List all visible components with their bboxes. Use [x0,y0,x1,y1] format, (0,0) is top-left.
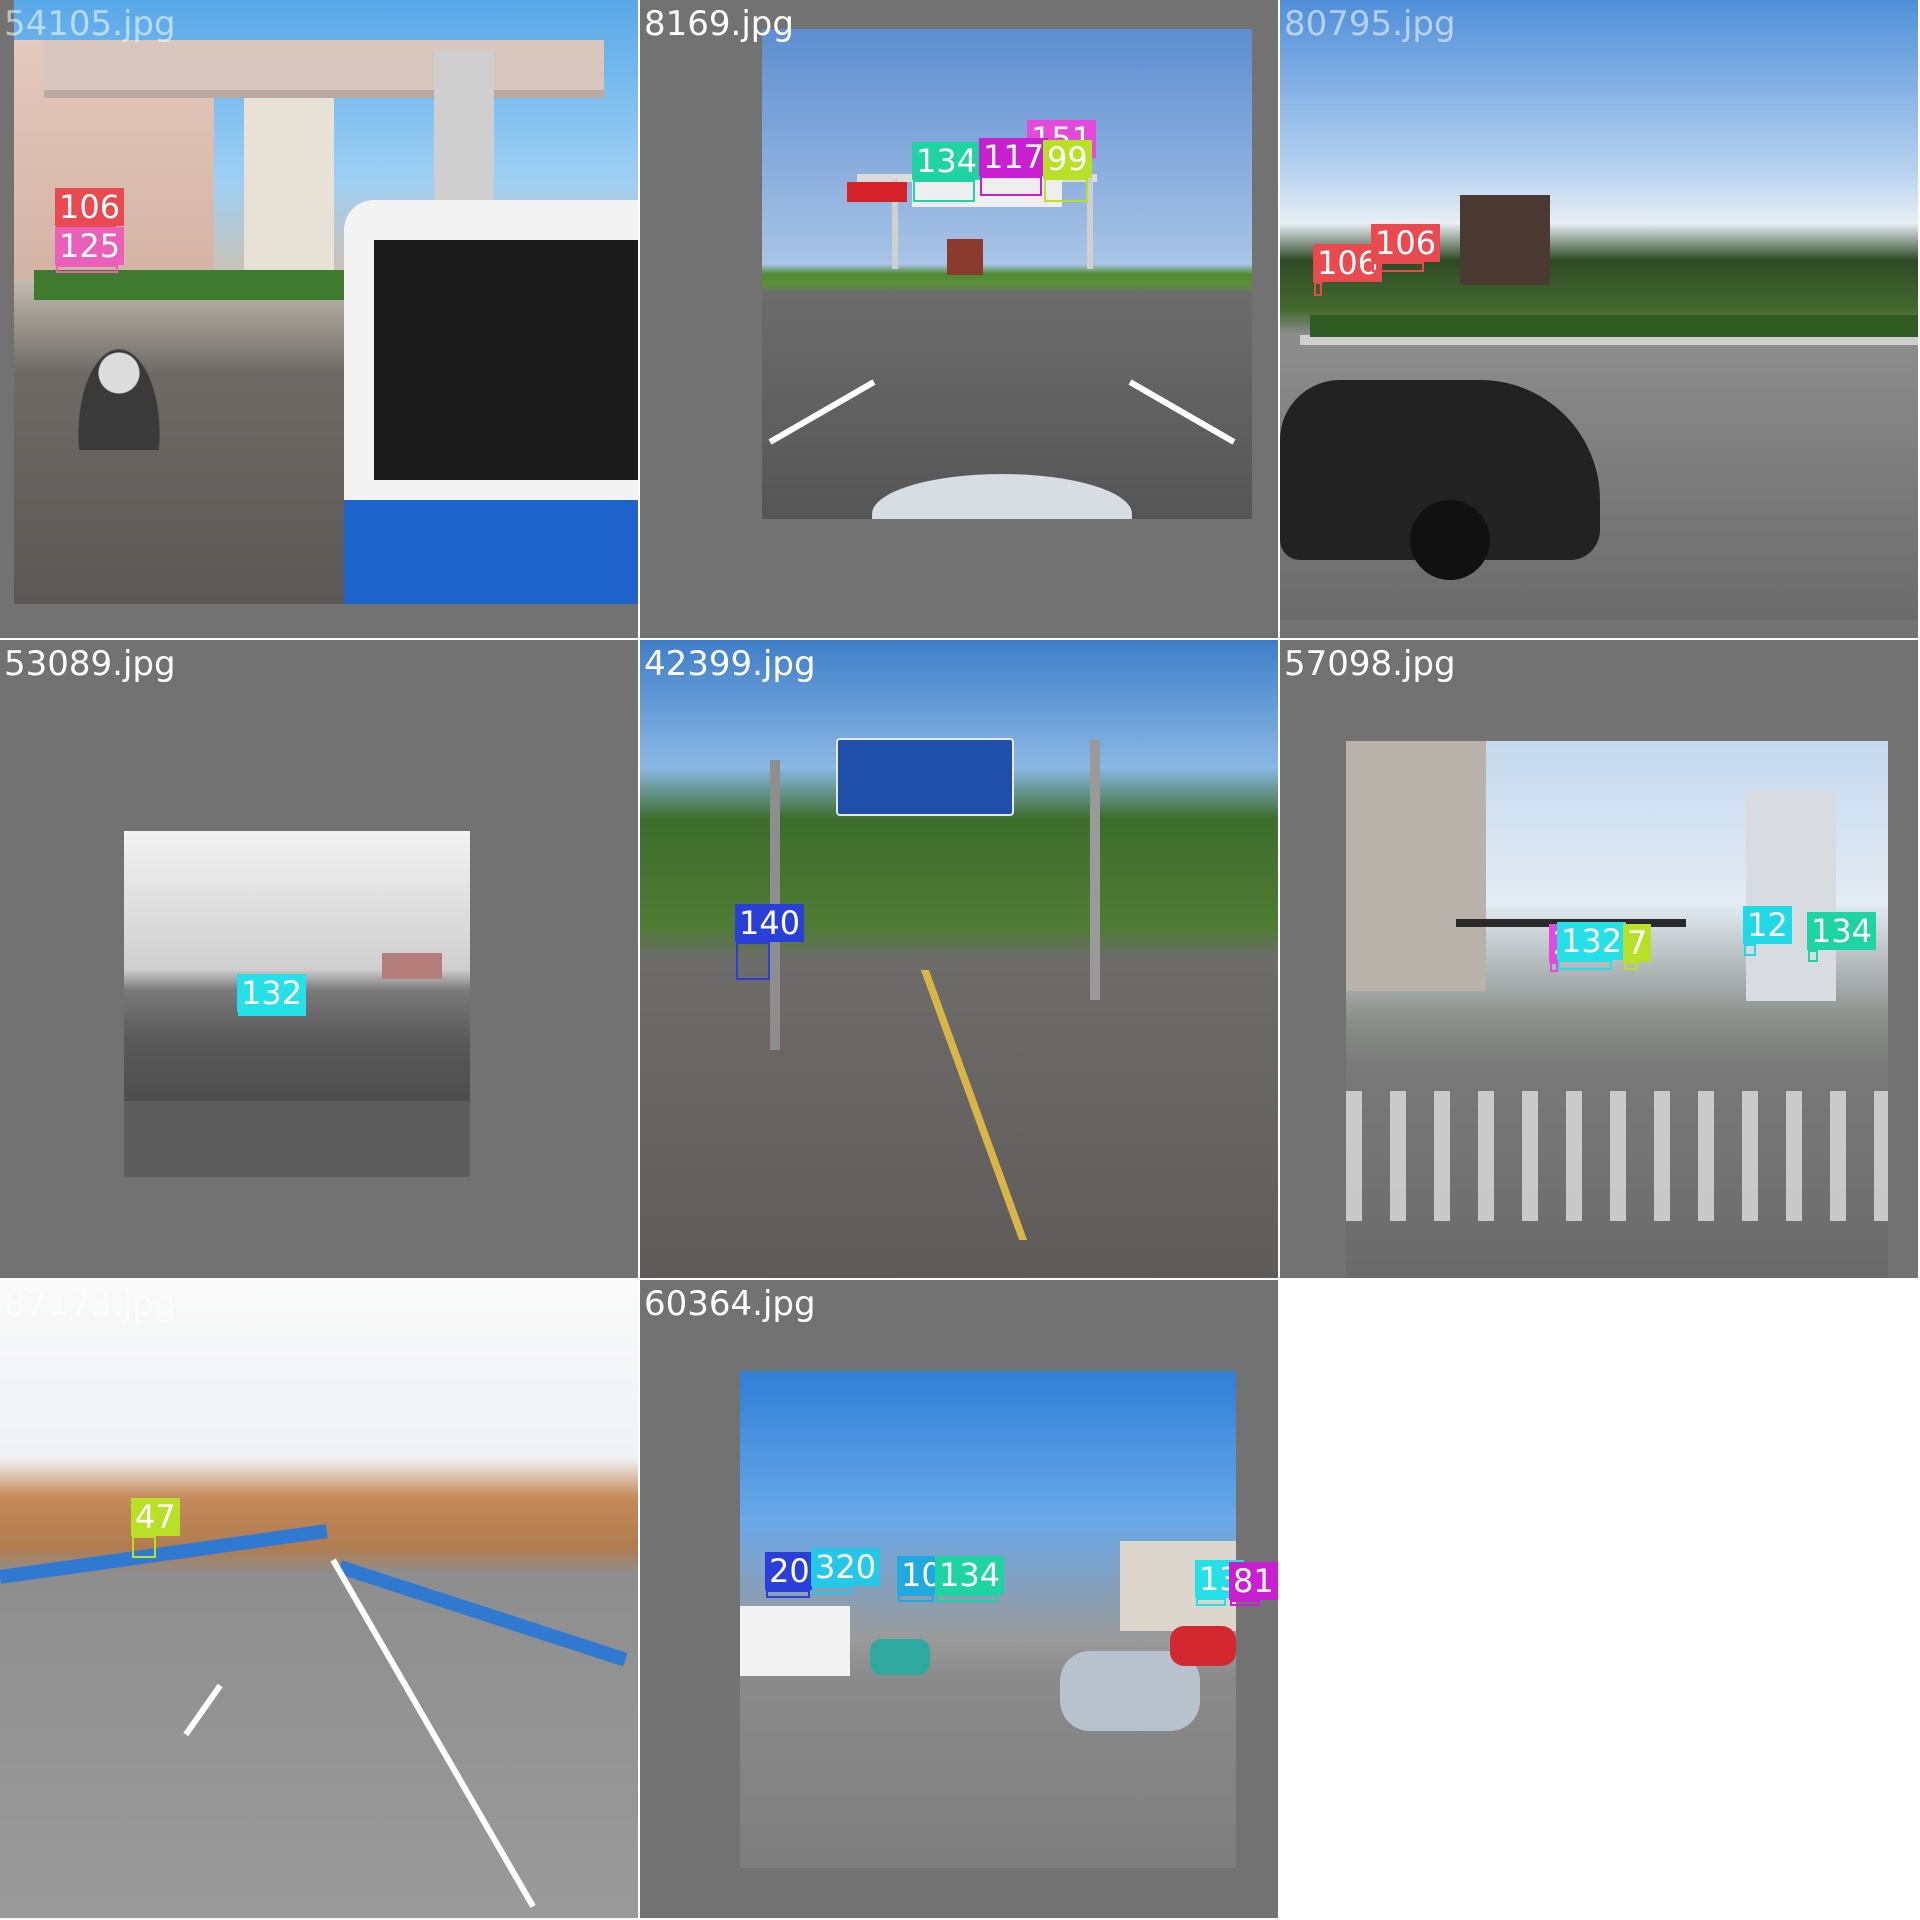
image-filename: 87173.jpg [4,1284,176,1324]
image-filename: 80795.jpg [1284,4,1456,44]
hedge [1310,315,1918,337]
detection-box: 7 [1623,924,1652,970]
building [1346,741,1486,991]
gate-arch [44,40,604,98]
detection-box: 117 [979,138,1049,196]
detection-label: 81 [1229,1562,1278,1600]
detection-label: 47 [131,1498,180,1536]
tower [434,50,494,210]
detection-label: 106 [1313,244,1383,282]
guide-sign [836,738,1014,816]
mosaic-tile: 53089.jpg 132 [0,640,638,1278]
detection-label: 134 [935,1556,1005,1594]
highway-photo [762,29,1252,519]
car [1170,1626,1236,1666]
detection-box: 2 [1549,924,1578,972]
detection-label: 125 [55,227,125,265]
wheel [1410,500,1490,580]
image-filename: 53089.jpg [4,644,176,684]
intersection-photo [1346,741,1888,1278]
hedge [34,270,354,300]
detection-box: 132 [237,974,307,1016]
mosaic-tile: 57098.jpg 12 134 2 132 7 [1280,640,1918,1278]
red-sign [847,182,907,202]
detection-box: 134 [912,142,982,202]
street-photo [14,0,638,604]
detection-box: 134 [1807,912,1877,962]
billboard [382,953,442,979]
detection-label: 140 [735,904,805,942]
edge-line [330,1558,536,1908]
detection-box: 106 [1371,224,1441,272]
car-hood [872,474,1132,519]
house [1460,195,1550,285]
lane-dash [183,1683,223,1737]
image-filename: 8169.jpg [644,4,794,44]
detection-box: 320 [811,1548,881,1594]
lane-marking [768,379,876,445]
gantry-post [1087,179,1093,269]
detection-label: 7 [1623,924,1652,962]
gantry-post [892,179,898,269]
center-line [920,970,1028,1240]
detection-label: 106 [55,188,125,226]
detection-box: 140 [735,904,805,980]
image-filename: 54105.jpg [4,4,176,44]
mosaic-tile: 60364.jpg 20 320 10 134 13 81 [640,1280,1278,1918]
utility-pole [1090,740,1100,1000]
detection-label: 99 [1043,140,1092,178]
mosaic-tile: 42399.jpg 140 [640,640,1278,1278]
detection-label: 117 [979,138,1049,176]
wall [124,1101,470,1177]
detection-box: 10 [897,1556,946,1602]
mosaic-tile: 8169.jpg 151 134 117 99 [640,0,1278,638]
detection-box: 47 [131,1498,180,1558]
mosaic-tile: 80795.jpg 106 106 [1280,0,1918,638]
expressway-photo [0,1280,638,1918]
detection-box: 125 [55,227,125,273]
detection-label: 106 [1371,224,1441,262]
image-filename: 60364.jpg [644,1284,816,1324]
roadside-photo [1280,0,1918,620]
detection-label: 12 [1743,906,1792,944]
mosaic-tile: 87173.jpg 47 [0,1280,638,1918]
road-sign [912,179,1062,207]
lane-marking [1128,379,1236,445]
truck [947,239,983,275]
detection-box: 134 [935,1556,1005,1602]
crosswalk [1346,1091,1888,1221]
detection-box: 106 [55,188,125,240]
detection-box: 106 [1313,244,1383,296]
detection-box: 12 [1743,906,1792,956]
detection-label: 132 [1557,922,1627,960]
detection-box: 99 [1043,140,1092,202]
guardrail [1300,335,1918,345]
detection-box: 20 [765,1552,814,1598]
detection-box: 13 [1195,1560,1244,1606]
mosaic-tile: 54105.jpg 106 125 [0,0,638,638]
detection-label: 134 [1807,912,1877,950]
detection-label: 320 [811,1548,881,1586]
bus [344,200,638,604]
building [1746,791,1836,1001]
detection-box: 132 [1557,922,1627,970]
detection-label: 20 [765,1552,814,1590]
image-filename: 57098.jpg [1284,644,1456,684]
motorcycle-rider [74,340,164,450]
building [244,90,334,270]
image-filename: 42399.jpg [644,644,816,684]
city-traffic-photo [740,1371,1236,1868]
car [870,1639,930,1675]
detection-label: 132 [237,974,307,1012]
detection-box: 81 [1229,1562,1278,1606]
truck [740,1606,850,1676]
detection-label: 134 [912,142,982,180]
